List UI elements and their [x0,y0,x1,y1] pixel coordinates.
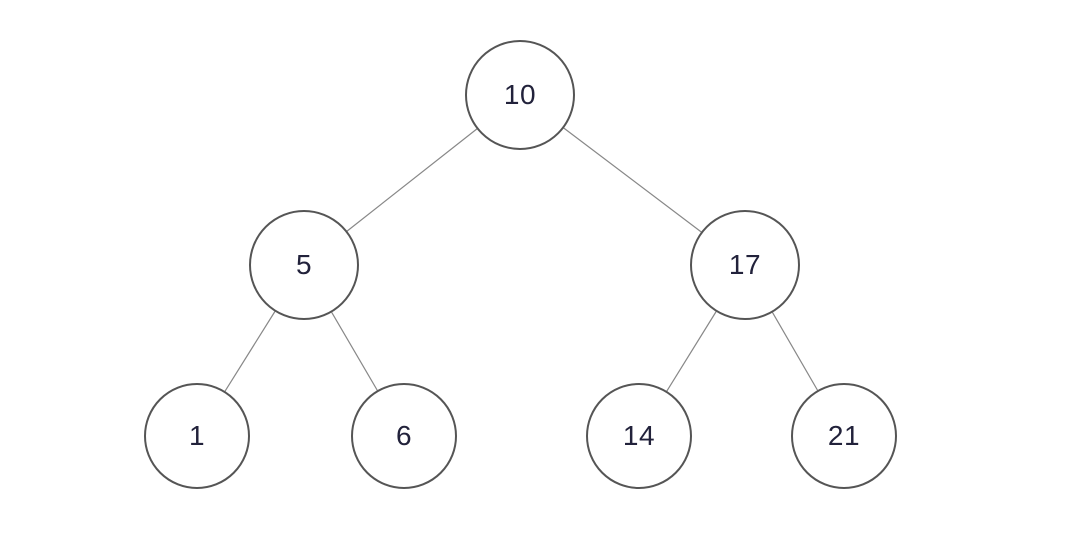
tree-edge [563,127,702,233]
tree-node-10[interactable]: 10 [465,40,575,150]
tree-node-label: 14 [622,420,656,451]
tree-node-21[interactable]: 21 [791,383,897,489]
tree-edge [346,128,478,232]
tree-edge [224,311,276,392]
tree-node-label: 5 [295,249,313,280]
tree-node-label: 17 [728,249,762,280]
tree-node-label: 10 [503,79,537,110]
tree-node-14[interactable]: 14 [586,383,692,489]
tree-node-5[interactable]: 5 [249,210,359,320]
tree-node-17[interactable]: 17 [690,210,800,320]
tree-edge [331,311,378,391]
tree-node-1[interactable]: 1 [144,383,250,489]
tree-node-label: 21 [827,420,861,451]
tree-edge [771,312,819,391]
tree-edge [666,311,717,392]
tree-node-6[interactable]: 6 [351,383,457,489]
tree-node-label: 1 [188,420,206,451]
tree-node-label: 6 [395,420,413,451]
